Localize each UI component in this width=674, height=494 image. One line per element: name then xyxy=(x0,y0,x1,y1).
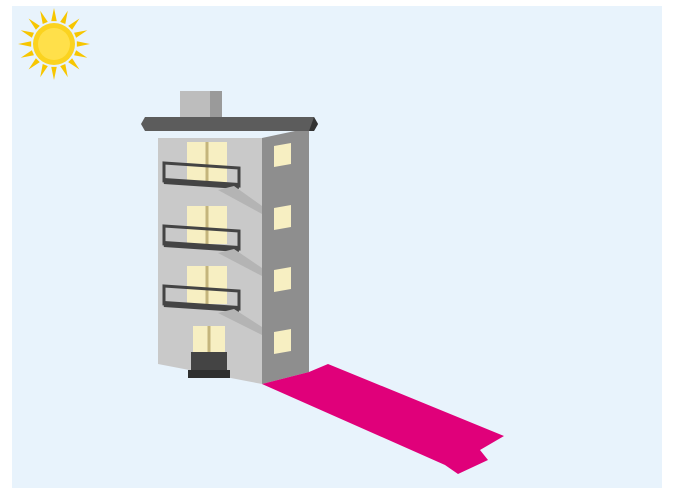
sun-ray xyxy=(40,11,48,24)
sun-ray xyxy=(74,50,87,58)
sun-ray xyxy=(68,58,79,69)
sun-ray xyxy=(21,50,34,58)
sun-ray xyxy=(68,19,79,30)
ground-floor-entrance xyxy=(188,326,230,378)
side-window-2 xyxy=(274,267,291,292)
sun-ray xyxy=(29,19,40,30)
sun-highlight xyxy=(38,28,70,60)
sun-ray xyxy=(60,11,68,24)
sun-ray xyxy=(21,30,34,38)
sun-ray xyxy=(29,58,40,69)
sun-icon xyxy=(18,8,90,80)
sun-ray xyxy=(51,67,57,80)
shadow-shape xyxy=(262,364,504,474)
roof-slab xyxy=(141,117,318,131)
sun-ray xyxy=(51,8,57,21)
building-icon xyxy=(141,91,318,384)
roof-unit-side xyxy=(210,91,222,117)
sun-ray xyxy=(18,41,31,47)
entrance-step xyxy=(188,370,230,378)
sun-ray xyxy=(40,64,48,77)
side-window-3 xyxy=(274,205,291,230)
sun-ray xyxy=(74,30,87,38)
entrance-canopy xyxy=(191,352,227,370)
side-window-1 xyxy=(274,329,291,354)
sun-ray xyxy=(77,41,90,47)
side-window-4 xyxy=(274,143,291,167)
sun-ray xyxy=(60,64,68,77)
